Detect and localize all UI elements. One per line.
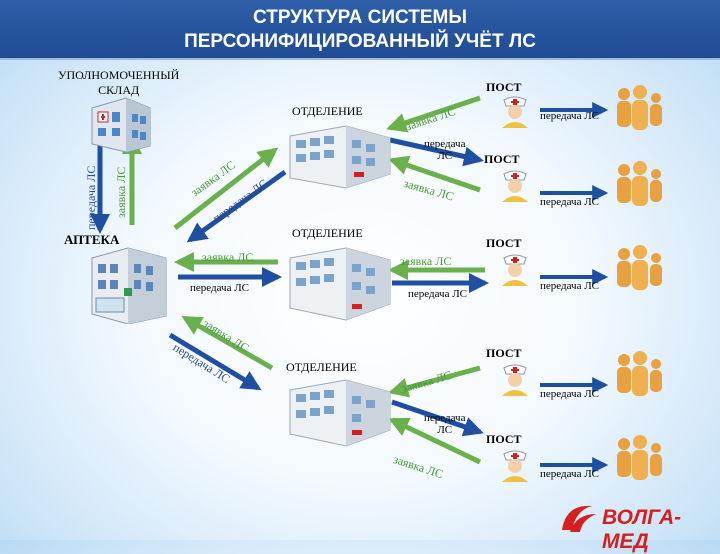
post-4-transfer-label: передача ЛС <box>540 388 600 400</box>
arrow-post5-to-dept3-request <box>388 417 482 465</box>
warehouse-label-line1: УПОЛНОМОЧЕННЫЙ <box>58 68 180 82</box>
arrow-post1-to-dept1-request <box>386 95 481 133</box>
department-2-label: ОТДЕЛЕНИЕ <box>292 226 363 240</box>
dept1-post2-transfer-line1: передача <box>424 138 466 150</box>
post-1-transfer-label: передача ЛС <box>540 110 600 122</box>
pharmacy-label: АПТЕКА <box>64 232 120 247</box>
arrow-dept1-to-post2-transfer <box>389 137 484 167</box>
pharmacy-dept2-transfer-label: передача ЛС <box>190 282 250 294</box>
post-2-transfer-label: передача ЛС <box>540 196 600 208</box>
post-5-transfer-label: передача ЛС <box>540 468 600 480</box>
logo-emblem-icon <box>562 505 596 532</box>
warehouse-icon <box>91 97 151 152</box>
nurse-2-icon <box>502 170 528 202</box>
arrow-dept3-to-post5-transfer <box>391 399 484 437</box>
warehouse-transfer-label: передача ЛС <box>84 165 98 230</box>
pharmacy-dept2-request-label: заявка ЛС <box>202 250 254 264</box>
department-1-label: ОТДЕЛЕНИЕ <box>292 104 363 118</box>
nurse-1-icon <box>502 96 528 128</box>
patients-group-2-icon <box>617 161 662 206</box>
arrows-layer <box>90 95 609 473</box>
arrow-post4-to-dept3-request <box>388 365 481 398</box>
patients-group-3-icon <box>617 245 662 290</box>
warehouse-label-line2: СКЛАД <box>98 83 140 97</box>
department-1-hospital-icon <box>289 125 391 189</box>
dept1-post2-transfer-label: передача ЛС <box>424 138 465 162</box>
arrow-dept3-to-pharmacy-request <box>181 315 274 371</box>
post-5-label: ПОСТ <box>486 432 522 446</box>
patients-group-5-icon <box>617 435 662 480</box>
post-4-label: ПОСТ <box>486 346 522 360</box>
department-2-hospital-icon <box>289 247 391 321</box>
nurse-3-icon <box>502 254 528 286</box>
arrow-pharmacy-to-dept1-request <box>173 147 279 230</box>
volga-med-logo: ВОЛГА-МЕД <box>558 500 708 553</box>
post-3-transfer-label: передача ЛС <box>540 280 600 292</box>
post-2-label: ПОСТ <box>484 152 520 166</box>
title-line-1: СТРУКТУРА СИСТЕМЫ <box>253 7 467 28</box>
patients-group-1-icon <box>617 85 662 130</box>
dept3-post5-transfer-label: передача ЛС <box>424 412 465 436</box>
dept2-post3-transfer-label: передача ЛС <box>408 288 468 300</box>
dept1-post2-transfer-line2: ЛС <box>437 150 453 162</box>
patients-group-4-icon <box>617 351 662 396</box>
logo-text: ВОЛГА-МЕД <box>602 506 682 553</box>
title-line-2: ПЕРСОНИФИЦИРОВАННЫЙ УЧЁТ ЛС <box>184 31 536 52</box>
pharmacy-icon <box>91 247 167 324</box>
arrow-dept1-to-pharmacy-transfer <box>186 169 287 243</box>
nurse-5-icon <box>502 450 528 482</box>
dept2-post3-request-label: заявка ЛС <box>400 254 452 268</box>
warehouse-label: УПОЛНОМОЧЕННЫЙ СКЛАД <box>58 68 179 98</box>
department-3-label: ОТДЕЛЕНИЕ <box>286 360 357 374</box>
arrow-pharmacy-to-dept3-transfer <box>168 332 262 391</box>
dept3-post5-transfer-line2: ЛС <box>437 424 453 436</box>
post-1-label: ПОСТ <box>486 80 522 94</box>
warehouse-request-label: заявка ЛС <box>114 166 128 218</box>
nurse-4-icon <box>502 364 528 396</box>
header-banner: СТРУКТУРА СИСТЕМЫ ПЕРСОНИФИЦИРОВАННЫЙ УЧ… <box>0 0 720 60</box>
arrow-post2-to-dept1-request <box>388 155 481 193</box>
department-3-hospital-icon <box>289 379 391 447</box>
post-3-label: ПОСТ <box>486 236 522 250</box>
dept3-post5-transfer-line1: передача <box>424 412 466 424</box>
